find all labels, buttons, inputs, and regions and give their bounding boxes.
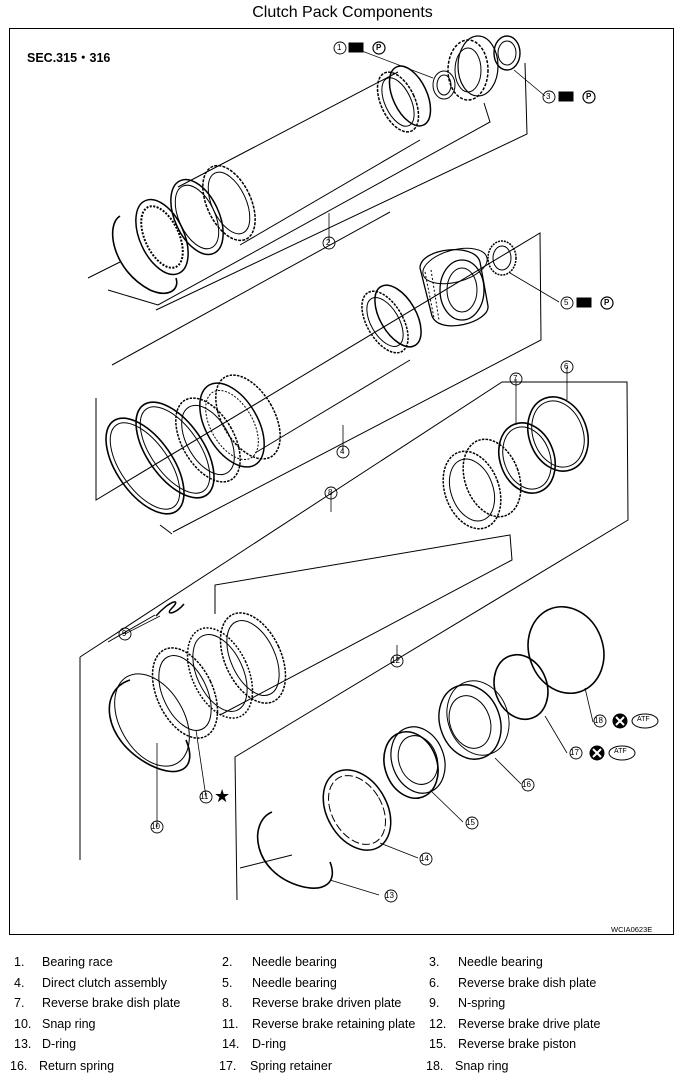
callout-16: 16 <box>522 780 531 789</box>
legend-item: 6.Reverse brake dish plate <box>429 976 597 990</box>
callout-circles <box>118 41 607 903</box>
callout-1: 1 <box>337 43 342 52</box>
legend-item: 14.D-ring <box>222 1037 287 1051</box>
diagram-frame <box>9 28 674 935</box>
plates-upper <box>135 65 432 276</box>
snap-ring-upper <box>111 215 178 294</box>
legend-item: 9.N-spring <box>429 996 506 1010</box>
callout-4: 4 <box>340 447 345 456</box>
legend-item: 8.Reverse brake driven plate <box>222 996 402 1010</box>
callout-14: 14 <box>420 854 429 863</box>
atf-label: ATF <box>637 716 650 723</box>
legend-item: 10.Snap ring <box>14 1017 96 1031</box>
lower-group-outline <box>79 381 629 901</box>
figure-id: WCIA0623E <box>611 925 653 934</box>
snap-ring-lower <box>108 673 191 773</box>
needle-bearing-5 <box>487 240 517 276</box>
callout-18: 18 <box>594 716 603 725</box>
replace-marks <box>589 713 659 761</box>
callout-6: 6 <box>564 362 569 371</box>
callout-12: 12 <box>391 656 400 665</box>
callout-9: 9 <box>122 629 127 638</box>
legend-item: 4.Direct clutch assembly <box>14 976 168 990</box>
legend-item: 18.Snap ring <box>426 1059 509 1073</box>
callout-17: 17 <box>570 748 579 757</box>
snap-rings-middle <box>105 401 215 515</box>
leader-lines <box>124 47 594 896</box>
legend-item: 13.D-ring <box>14 1037 77 1051</box>
jelly-box-icons <box>348 41 614 310</box>
callout-10: 10 <box>151 822 160 831</box>
plates-lower-right <box>442 438 522 530</box>
piston-15 <box>383 726 446 799</box>
callout-7: 7 <box>513 374 518 383</box>
middle-group-outline <box>95 211 542 535</box>
jelly-p-icon: P <box>604 298 610 307</box>
legend-item: 12.Reverse brake drive plate <box>429 1017 601 1031</box>
bearing-race-1 <box>432 70 456 100</box>
callout-2: 2 <box>326 238 331 247</box>
legend-item: 1.Bearing race <box>14 955 113 969</box>
legend-item: 2.Needle bearing <box>222 955 337 969</box>
legend-item: 5.Needle bearing <box>222 976 337 990</box>
callout-13: 13 <box>385 891 394 900</box>
atf-label: ATF <box>614 748 627 755</box>
callout-3: 3 <box>546 92 551 101</box>
callout-5: 5 <box>564 298 569 307</box>
clutch-drum-middle <box>419 247 489 327</box>
jelly-p-icon: P <box>376 43 382 52</box>
page-title: Clutch Pack Components <box>252 4 433 21</box>
n-spring <box>155 601 185 617</box>
callout-11: 11 <box>200 792 209 801</box>
dish-plate-7 <box>497 422 557 494</box>
legend-item: 7.Reverse brake dish plate <box>14 996 181 1010</box>
section-reference: SEC.315・316 <box>27 51 111 65</box>
spring-retainer-17 <box>493 653 549 721</box>
legend-item: 15.Reverse brake piston <box>429 1037 577 1051</box>
d-ring-13 <box>239 811 334 889</box>
legend-item: 3.Needle bearing <box>429 955 543 969</box>
clutch-hub-upper <box>447 35 499 101</box>
star-icon: ★ <box>214 786 231 806</box>
dish-plate-6 <box>527 396 589 472</box>
upper-group-outline <box>87 62 528 311</box>
needle-bearing-3 <box>493 35 521 71</box>
legend-item: 16.Return spring <box>10 1059 115 1073</box>
callout-8: 8 <box>328 488 333 497</box>
d-ring-14 <box>322 769 392 851</box>
plates-middle <box>175 284 422 483</box>
legend-item: 11.Reverse brake retaining plate <box>222 1017 416 1031</box>
jelly-p-icon: P <box>586 92 592 101</box>
callout-15: 15 <box>466 818 475 827</box>
legend-item: 17.Spring retainer <box>219 1059 332 1073</box>
snap-ring-18 <box>527 605 605 695</box>
return-spring-16 <box>438 680 510 760</box>
plates-lower-left <box>151 612 287 739</box>
